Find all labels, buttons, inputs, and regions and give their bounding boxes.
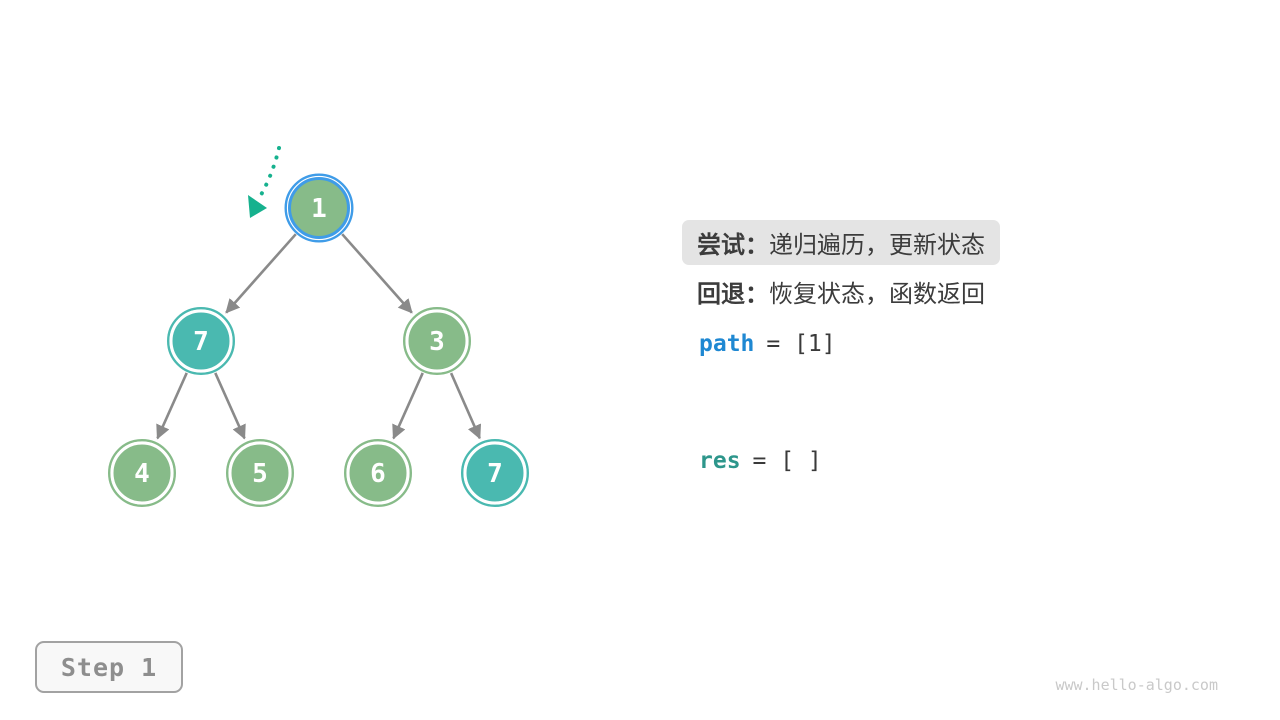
- backtrack-state-line: 回退：恢复状态，函数返回: [697, 269, 985, 314]
- current-node-pointer-dotted-line: [256, 146, 281, 202]
- tree-node-circle: [463, 441, 527, 505]
- res-variable-value: = [ ]: [752, 448, 822, 474]
- try-state-line: 尝试：递归遍历，更新状态: [682, 220, 1000, 265]
- tree-node: 7: [461, 439, 530, 508]
- tree-node-circle: [405, 309, 469, 373]
- watermark: www.hello-algo.com: [1055, 676, 1218, 694]
- try-label: 尝试：: [697, 232, 769, 259]
- tree-edge: [214, 372, 246, 440]
- tree-node-value: 1: [311, 194, 327, 224]
- tree-node-outer-ring: [403, 307, 472, 376]
- tree-node: 6: [344, 439, 413, 508]
- tree-node-value: 5: [252, 459, 268, 489]
- tree-node: 5: [225, 439, 294, 508]
- path-variable-value: = [1]: [766, 331, 836, 357]
- tree-node-value: 7: [193, 327, 209, 357]
- tree-node-circle: [228, 441, 292, 505]
- tree-node-outer-ring: [166, 307, 235, 376]
- tree-node-circle: [288, 177, 350, 239]
- res-variable-name: res: [699, 448, 741, 474]
- tree-node: 1: [284, 173, 354, 243]
- tree-node-outer-ring: [344, 439, 413, 508]
- tree-node: 4: [107, 439, 176, 508]
- tree-node-outer-ring: [284, 173, 354, 243]
- tree-node-circle: [110, 441, 174, 505]
- backtrack-text: 恢复状态，函数返回: [769, 281, 985, 308]
- tree-node-value: 6: [370, 459, 386, 489]
- try-text: 递归遍历，更新状态: [769, 232, 985, 259]
- tree-node-outer-ring: [225, 439, 294, 508]
- tree-node-value: 3: [429, 327, 445, 357]
- tree-node: 7: [166, 307, 235, 376]
- backtrack-label: 回退：: [697, 281, 769, 308]
- tree-node-outer-ring: [107, 439, 176, 508]
- tree-edge: [449, 372, 482, 440]
- tree-edge: [341, 233, 413, 314]
- tree-node-value: 4: [134, 459, 150, 489]
- tree-node-value: 7: [487, 459, 503, 489]
- current-node-pointer-arrowhead-icon: [248, 195, 267, 218]
- res-variable-line: res = [ ]: [699, 447, 822, 475]
- step-badge: Step 1: [35, 641, 183, 693]
- path-variable-name: path: [699, 331, 755, 357]
- path-variable-line: path = [1]: [699, 330, 836, 358]
- tree-edge: [225, 233, 297, 314]
- tree-edge: [392, 372, 424, 440]
- tree-node: 3: [403, 307, 472, 376]
- tree-node-circle: [169, 309, 233, 373]
- tree-edge: [156, 372, 188, 440]
- tree-node-outer-ring: [461, 439, 530, 508]
- tree-node-circle: [346, 441, 410, 505]
